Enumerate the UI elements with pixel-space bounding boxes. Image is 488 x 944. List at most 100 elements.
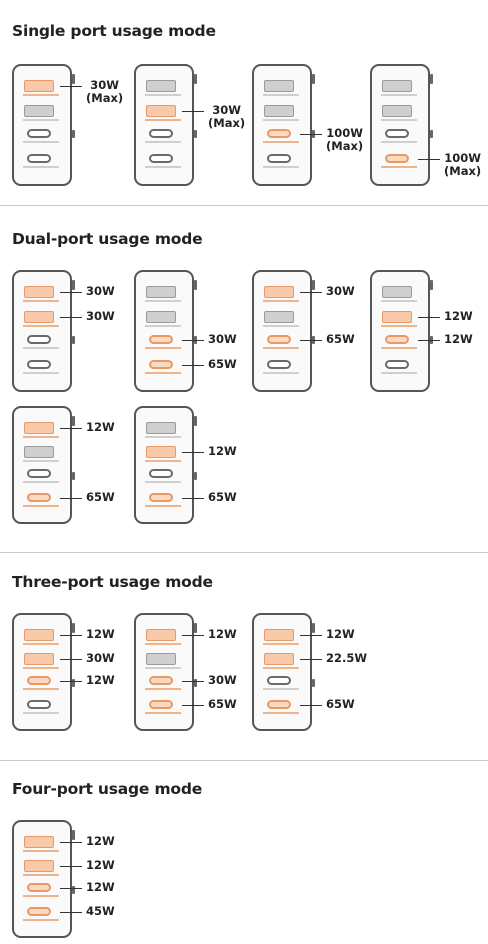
leader-line	[182, 635, 204, 636]
leader-line	[60, 292, 82, 293]
usb-a-port	[24, 652, 54, 665]
wattage-value: 12W	[86, 673, 115, 687]
leader-line	[60, 428, 82, 429]
port-label	[381, 94, 417, 96]
port-label	[145, 504, 181, 507]
wattage-label: 30W	[86, 650, 115, 665]
port-label	[23, 643, 59, 645]
usb-c-port	[149, 359, 173, 369]
port-label	[145, 371, 181, 374]
usb-a-port	[146, 422, 176, 434]
charger	[134, 270, 197, 392]
usb-c-port	[27, 469, 51, 478]
wattage-value: 12W	[86, 627, 115, 641]
usb-c-port	[149, 469, 173, 478]
usb-a-port	[24, 422, 54, 434]
usb-a-port	[264, 652, 294, 665]
wattage-label: 12W	[86, 881, 115, 894]
port-label	[23, 371, 59, 374]
wattage-value: 30W	[86, 650, 115, 665]
charger	[12, 270, 75, 392]
wattage-value: 65W	[326, 332, 355, 346]
charger	[134, 613, 197, 731]
port-label	[263, 666, 299, 669]
charger	[134, 406, 197, 524]
port-label	[145, 300, 181, 302]
usb-a-port	[24, 286, 54, 298]
port-label	[23, 94, 59, 96]
wattage-value: 12W	[208, 443, 237, 458]
usb-c-port	[27, 359, 51, 369]
leader-line	[60, 842, 82, 843]
leader-line	[60, 316, 82, 318]
port-label	[23, 918, 59, 921]
usb-c-port	[267, 676, 291, 685]
usb-c-port	[27, 492, 51, 502]
wattage-label: 12W	[86, 674, 115, 687]
usb-c-port	[267, 335, 291, 344]
port-label	[23, 436, 59, 438]
leader-line	[300, 658, 322, 660]
port-label	[23, 711, 59, 714]
usb-a-port	[24, 310, 54, 323]
leader-line	[300, 635, 322, 636]
leader-line	[300, 292, 322, 293]
port-label	[23, 504, 59, 507]
wattage-label: 12W	[444, 308, 473, 323]
leader-line	[182, 704, 204, 706]
wattage-label: 65W	[326, 697, 355, 711]
leader-line	[182, 497, 204, 499]
port-label	[263, 371, 299, 374]
section-divider	[0, 760, 488, 761]
usb-a-port	[24, 445, 54, 458]
port-label	[145, 94, 181, 96]
usb-c-port	[267, 359, 291, 369]
wattage-value: 30W	[212, 102, 241, 117]
leader-line	[182, 451, 204, 453]
port-label	[381, 324, 417, 327]
usb-c-port	[149, 699, 173, 709]
wattage-label: 30W	[208, 674, 237, 687]
usb-c-port	[27, 335, 51, 344]
charger	[12, 613, 75, 731]
wattage-value: 30W	[208, 332, 237, 346]
wattage-label: 12W	[208, 628, 237, 641]
port-label	[23, 459, 59, 462]
leader-line	[418, 316, 440, 318]
usb-c-port	[149, 676, 173, 685]
wattage-label: 100W(Max)	[326, 127, 363, 153]
wattage-value: 45W	[86, 903, 115, 918]
port-label	[145, 436, 181, 438]
leader-line	[60, 635, 82, 636]
section-divider	[0, 552, 488, 553]
leader-line	[182, 364, 204, 366]
port-label	[145, 165, 181, 168]
wattage-value: 12W	[86, 834, 115, 848]
usb-a-port	[382, 80, 412, 92]
port-label	[381, 141, 417, 143]
port-label	[145, 141, 181, 143]
port-label	[145, 711, 181, 714]
port-label	[263, 94, 299, 96]
port-label	[23, 873, 59, 876]
usb-c-port	[385, 153, 409, 163]
wattage-value: 65W	[208, 356, 237, 371]
charger	[134, 64, 197, 186]
wattage-value: 65W	[86, 489, 115, 504]
usb-c-port	[267, 699, 291, 709]
usb-c-port	[149, 335, 173, 344]
usb-c-port	[27, 153, 51, 163]
leader-line	[300, 340, 322, 341]
usb-a-port	[264, 310, 294, 323]
wattage-max: (Max)	[444, 163, 482, 178]
usb-a-port	[146, 445, 176, 458]
wattage-label: 12W	[444, 333, 473, 346]
wattage-value: 12W	[444, 308, 473, 323]
wattage-value: 12W	[444, 332, 473, 346]
wattage-label: 12W	[86, 628, 115, 641]
port-label	[23, 850, 59, 852]
port-label	[263, 141, 299, 143]
wattage-value: 12W	[86, 880, 115, 894]
wattage-value: 30W	[208, 673, 237, 687]
leader-line	[182, 340, 204, 341]
